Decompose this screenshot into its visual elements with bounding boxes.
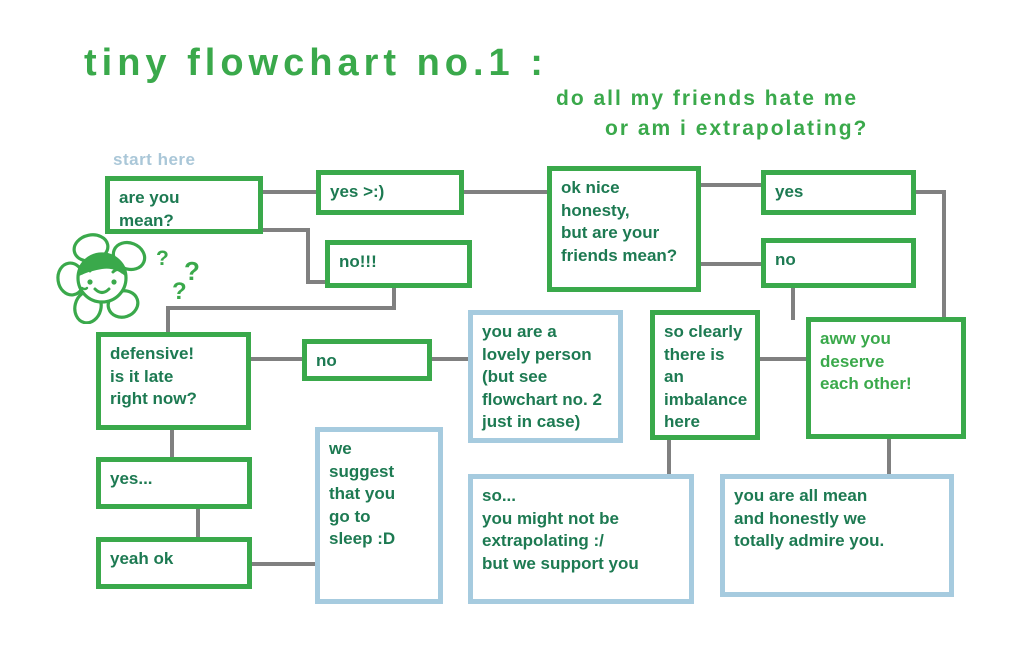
node-label: no!!! bbox=[339, 252, 377, 271]
node-label: no bbox=[316, 351, 337, 370]
node-label: yes bbox=[775, 182, 804, 201]
node-yeah-ok[interactable]: yeah ok bbox=[96, 537, 252, 589]
node-so-clearly-imbalance[interactable]: so clearly there is an imbalance here bbox=[650, 310, 760, 440]
node-yes[interactable]: yes bbox=[761, 170, 916, 215]
node-label: are you mean? bbox=[119, 188, 180, 230]
edge-nomiddle-to-lovely bbox=[430, 357, 472, 361]
node-no-excl[interactable]: no!!! bbox=[325, 240, 472, 288]
node-label: yes >:) bbox=[330, 182, 385, 201]
edge-no-to-aww bbox=[791, 288, 795, 320]
node-ok-nice-honesty[interactable]: ok nice honesty, but are your friends me… bbox=[547, 166, 701, 292]
edge-aww-to-allmean bbox=[887, 438, 891, 476]
node-label: we suggest that you go to sleep :D bbox=[329, 439, 396, 549]
edge-defensive-to-yesdots bbox=[170, 430, 174, 458]
edge-areyoumean-to-no-seg3 bbox=[306, 280, 328, 284]
edge-yes-to-aww-seg2 bbox=[942, 190, 946, 318]
edge-yeahok-to-wesuggest bbox=[252, 562, 316, 566]
start-here-label: start here bbox=[113, 150, 196, 169]
node-label: you are a lovely person (but see flowcha… bbox=[482, 322, 602, 432]
page-subtitle-line-1: do all my friends hate me bbox=[556, 87, 859, 110]
node-lovely-person[interactable]: you are a lovely person (but see flowcha… bbox=[468, 310, 623, 443]
node-label: so... you might not be extrapolating :/ … bbox=[482, 486, 639, 573]
page-subtitle-line-2: or am i extrapolating? bbox=[605, 117, 869, 140]
question-mark-icon-2: ? bbox=[184, 256, 200, 286]
edge-oknice-to-no bbox=[700, 262, 762, 266]
edge-yes-to-aww-seg1 bbox=[916, 190, 946, 194]
edge-yesdots-to-yeahok bbox=[196, 508, 200, 538]
edge-soclearly-to-aww bbox=[758, 357, 810, 361]
edge-areyoumean-to-yes bbox=[262, 190, 320, 194]
edge-oknice-to-yes bbox=[700, 183, 762, 187]
node-label: so clearly there is an imbalance here bbox=[664, 322, 748, 432]
node-label: defensive! is it late right now? bbox=[110, 344, 197, 409]
flower-mascot-icon bbox=[55, 232, 163, 329]
node-label: yeah ok bbox=[110, 549, 174, 568]
edge-soclearly-to-somightnot bbox=[667, 438, 671, 476]
node-no-middle[interactable]: no bbox=[302, 339, 432, 381]
edge-areyoumean-to-no-seg2 bbox=[306, 228, 310, 284]
node-so-might-not-extrapolating[interactable]: so... you might not be extrapolating :/ … bbox=[468, 474, 694, 604]
node-label: no bbox=[775, 250, 796, 269]
edge-defensive-to-nomiddle bbox=[250, 357, 306, 361]
edge-noexcl-to-defensive-seg1 bbox=[392, 288, 396, 310]
edge-noexcl-to-defensive-seg2 bbox=[166, 306, 396, 310]
page-title: tiny flowchart no.1 : bbox=[84, 42, 548, 84]
node-aww-deserve-each-other[interactable]: aww you deserve each other! bbox=[806, 317, 966, 439]
node-label: you are all mean and honestly we totally… bbox=[734, 486, 885, 551]
node-label: aww you deserve each other! bbox=[820, 329, 912, 394]
node-label: yes... bbox=[110, 469, 153, 488]
node-label: ok nice honesty, but are your friends me… bbox=[561, 178, 678, 265]
edge-yes-to-oknice bbox=[464, 190, 548, 194]
node-no[interactable]: no bbox=[761, 238, 916, 288]
edge-noexcl-to-defensive-seg3 bbox=[166, 306, 170, 334]
node-are-you-mean[interactable]: are you mean? bbox=[105, 176, 263, 234]
question-mark-icon-3: ? bbox=[172, 278, 187, 305]
question-mark-icon-1: ? bbox=[156, 247, 169, 270]
node-yes-dots[interactable]: yes... bbox=[96, 457, 252, 509]
node-defensive-is-it-late[interactable]: defensive! is it late right now? bbox=[96, 332, 251, 430]
node-we-suggest-sleep[interactable]: we suggest that you go to sleep :D bbox=[315, 427, 443, 604]
edge-areyoumean-to-no-seg1 bbox=[262, 228, 310, 232]
node-yes-evil[interactable]: yes >:) bbox=[316, 170, 464, 215]
node-all-mean-admire-you[interactable]: you are all mean and honestly we totally… bbox=[720, 474, 954, 597]
